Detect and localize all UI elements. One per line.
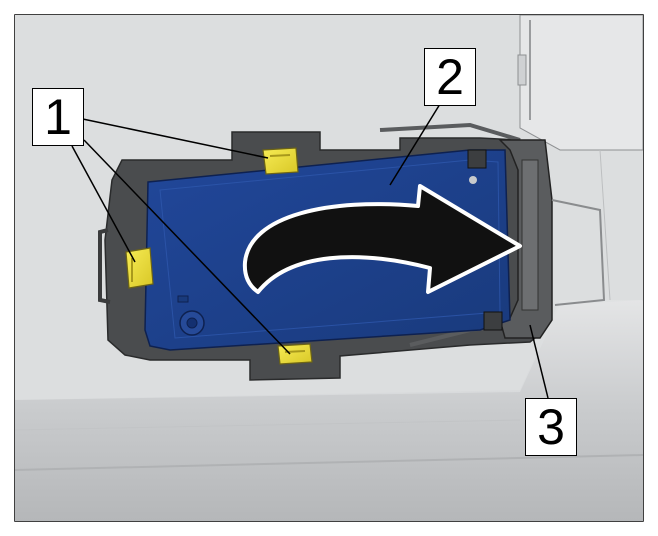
bracket-left-wire [98,228,111,304]
clip-top-ridge [269,154,291,157]
leader-line-1-top [77,117,269,159]
module-stud-bottom-right [483,311,503,331]
bracket-top-wire [379,122,521,142]
retaining-clip-top [262,147,299,175]
trim-edge-line [15,419,521,431]
curved-arrow-right-icon [242,184,522,294]
module-connector-pin [186,317,198,329]
side-housing [519,15,643,151]
housing-seam [599,149,611,301]
module-connector-tab [177,295,189,303]
leader-line-1-bottom [83,139,291,355]
retaining-clip-bottom [277,343,313,365]
module-stud-top-right [467,149,487,169]
bracket-arm-outline [551,199,606,306]
callout-2: 2 [424,48,476,106]
leader-line-3 [529,324,549,399]
housing-tab [517,54,527,86]
module-screw-top [469,176,477,184]
leader-line-1-left [71,145,136,263]
callout-3: 3 [525,398,577,456]
leader-line-2 [389,103,441,186]
callout-1: 1 [32,88,84,146]
trim-crease-line [15,454,643,471]
bracket-arm-rail [521,159,539,311]
